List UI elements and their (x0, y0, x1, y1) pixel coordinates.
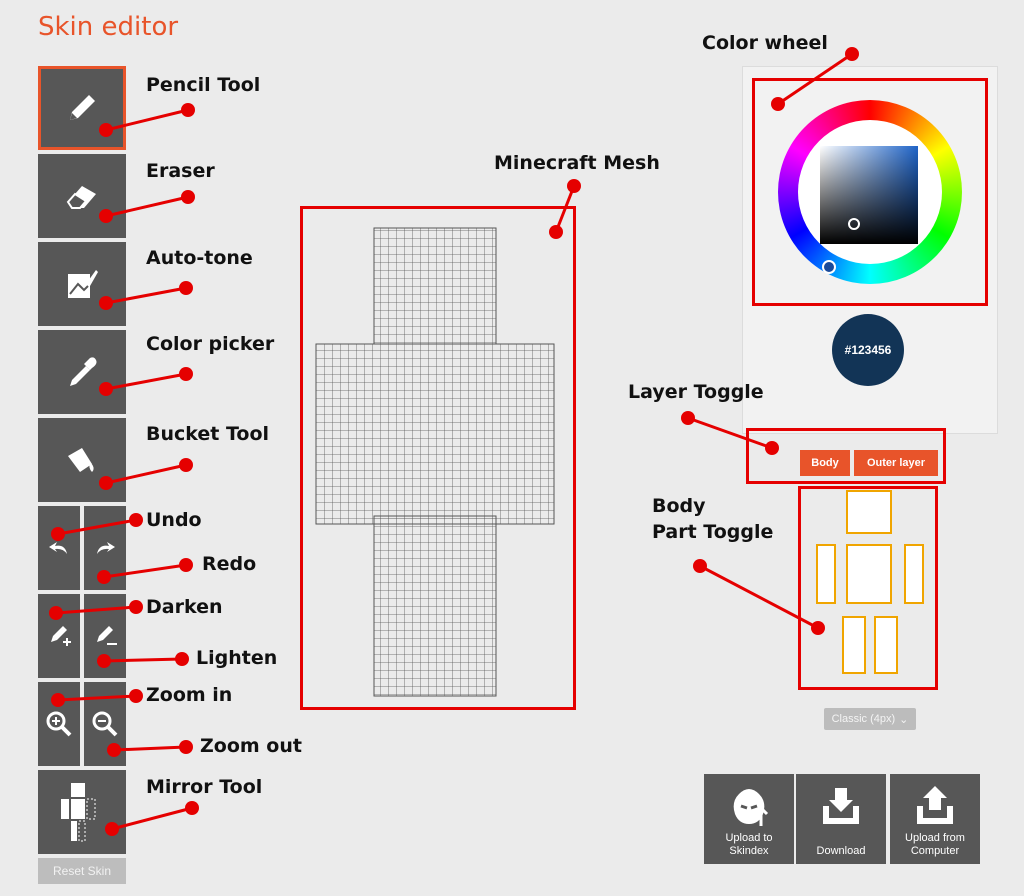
auto-tone-annotation: Auto-tone (146, 247, 253, 269)
minecraft-mesh[interactable] (300, 206, 576, 710)
chevron-down-icon: ⌄ (899, 713, 909, 726)
pencil-tool-button[interactable] (38, 66, 126, 150)
undo-annotation: Undo (146, 509, 202, 531)
pencil-tool-annotation: Pencil Tool (146, 74, 261, 96)
darken-icon (51, 626, 71, 646)
mesh-annotation: Minecraft Mesh (494, 152, 660, 174)
auto-tone-tool-button[interactable] (38, 242, 126, 326)
color-picker-tool-button[interactable] (38, 330, 126, 414)
eraser-icon (66, 186, 96, 209)
mesh-torso-arms[interactable] (315, 343, 555, 525)
undo-button[interactable] (38, 506, 80, 590)
mirror-tool-button[interactable] (38, 770, 126, 854)
lighten-annotation: Lighten (196, 647, 278, 669)
darken-annotation: Darken (146, 596, 223, 618)
sv-handle[interactable] (848, 218, 860, 230)
redo-icon (97, 542, 115, 554)
skindex-upload-icon (733, 789, 769, 826)
zoom-out-button[interactable] (84, 682, 126, 766)
download-icon (823, 788, 859, 824)
layer-toggle-annotation: Layer Toggle (628, 381, 764, 403)
bucket-icon (68, 448, 94, 472)
color-wheel-callout-box (752, 78, 988, 306)
eraser-tool-button[interactable] (38, 154, 126, 238)
current-color-swatch: #123456 (832, 314, 904, 386)
page-title: Skin editor (38, 12, 179, 42)
outer-layer-button[interactable]: Outer layer (854, 450, 938, 476)
mesh-callout-box (300, 206, 576, 710)
zoom-out-annotation: Zoom out (200, 735, 302, 757)
darken-button[interactable] (38, 594, 80, 678)
auto-tone-icon (68, 270, 98, 298)
body-part-annotation-line2: Part Toggle (652, 521, 774, 543)
model-select-value: Classic (4px) (831, 713, 896, 725)
redo-button[interactable] (84, 506, 126, 590)
mesh-legs[interactable] (373, 515, 497, 697)
color-wheel-annotation: Color wheel (702, 32, 828, 54)
head-part-toggle[interactable] (846, 490, 892, 534)
eraser-annotation: Eraser (146, 160, 215, 182)
saturation-square[interactable] (820, 146, 918, 244)
zoom-in-annotation: Zoom in (146, 684, 233, 706)
model-select[interactable]: Classic (4px) ⌄ (824, 708, 916, 730)
pencil-icon (70, 95, 95, 120)
bucket-tool-annotation: Bucket Tool (146, 423, 270, 445)
eyedropper-icon (70, 357, 97, 386)
right-leg-part-toggle[interactable] (842, 616, 866, 674)
zoom-in-icon (46, 711, 72, 737)
body-part-annotation-line1: Body (652, 495, 706, 517)
mirror-tool-annotation: Mirror Tool (146, 776, 263, 798)
color-picker-annotation: Color picker (146, 333, 275, 355)
zoom-out-icon (92, 711, 118, 737)
body-layer-button[interactable]: Body (800, 450, 850, 476)
lighten-icon (97, 626, 117, 645)
download-button[interactable]: Download (796, 774, 886, 864)
undo-icon (49, 542, 67, 554)
reset-skin-button[interactable]: Reset Skin (38, 858, 126, 884)
redo-annotation: Redo (202, 553, 257, 575)
zoom-in-button[interactable] (38, 682, 80, 766)
upload-icon (917, 786, 953, 824)
download-label: Download (816, 845, 866, 857)
left-leg-part-toggle[interactable] (874, 616, 898, 674)
mirror-icon (61, 783, 96, 842)
lighten-button[interactable] (84, 594, 126, 678)
hue-handle[interactable] (822, 260, 836, 274)
layer-toggle-callout-box (746, 428, 946, 484)
mesh-head[interactable] (373, 227, 497, 345)
bucket-tool-button[interactable] (38, 418, 126, 502)
body-part-callout-box (798, 486, 938, 690)
torso-part-toggle[interactable] (846, 544, 892, 604)
left-arm-part-toggle[interactable] (904, 544, 924, 604)
